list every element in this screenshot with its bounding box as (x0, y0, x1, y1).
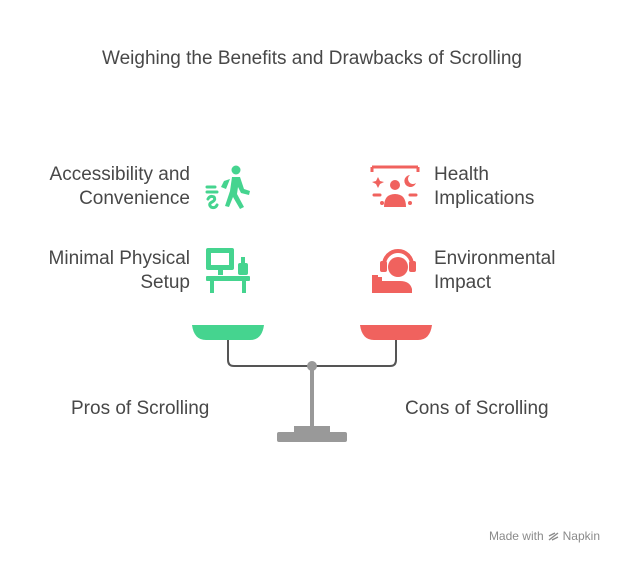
headset-person-icon (372, 249, 416, 293)
pro-item-2-line2: Setup (140, 272, 190, 293)
pro-item-1-line1: Accessibility and (49, 164, 190, 185)
con-item-1-line2: Implications (434, 188, 535, 209)
con-item-environment-label: Environmental Impact (434, 247, 604, 295)
watermark: Made with Napkin (489, 529, 600, 543)
scale-post (310, 366, 314, 426)
person-walking-icon (205, 165, 250, 210)
desk-computer-icon (206, 248, 250, 293)
con-item-2-line1: Environmental (434, 248, 556, 269)
con-item-2-line2: Impact (434, 272, 492, 293)
made-with-text: Made with (488, 529, 544, 543)
sleepless-person-icon (370, 165, 420, 207)
scale-base (277, 432, 347, 442)
scale-base-top (294, 426, 330, 432)
pros-label: Pros of Scrolling (71, 398, 210, 419)
pro-item-1-line2: Convenience (79, 188, 190, 209)
con-item-health-label: Health Implications (434, 163, 604, 211)
pro-item-setup-label: Minimal Physical Setup (0, 247, 190, 295)
pros-pan (192, 325, 264, 340)
page-title: Weighing the Benefits and Drawbacks of S… (102, 48, 522, 69)
napkin-brand-text: Napkin (562, 529, 600, 543)
pro-item-2-line1: Minimal Physical (48, 248, 190, 269)
cons-label: Cons of Scrolling (405, 398, 549, 419)
napkin-logo-icon (548, 531, 559, 541)
pro-item-accessibility-label: Accessibility and Convenience (0, 163, 190, 211)
scale-pivot (307, 361, 317, 371)
con-item-1-line1: Health (434, 164, 489, 185)
cons-pan (360, 325, 432, 340)
